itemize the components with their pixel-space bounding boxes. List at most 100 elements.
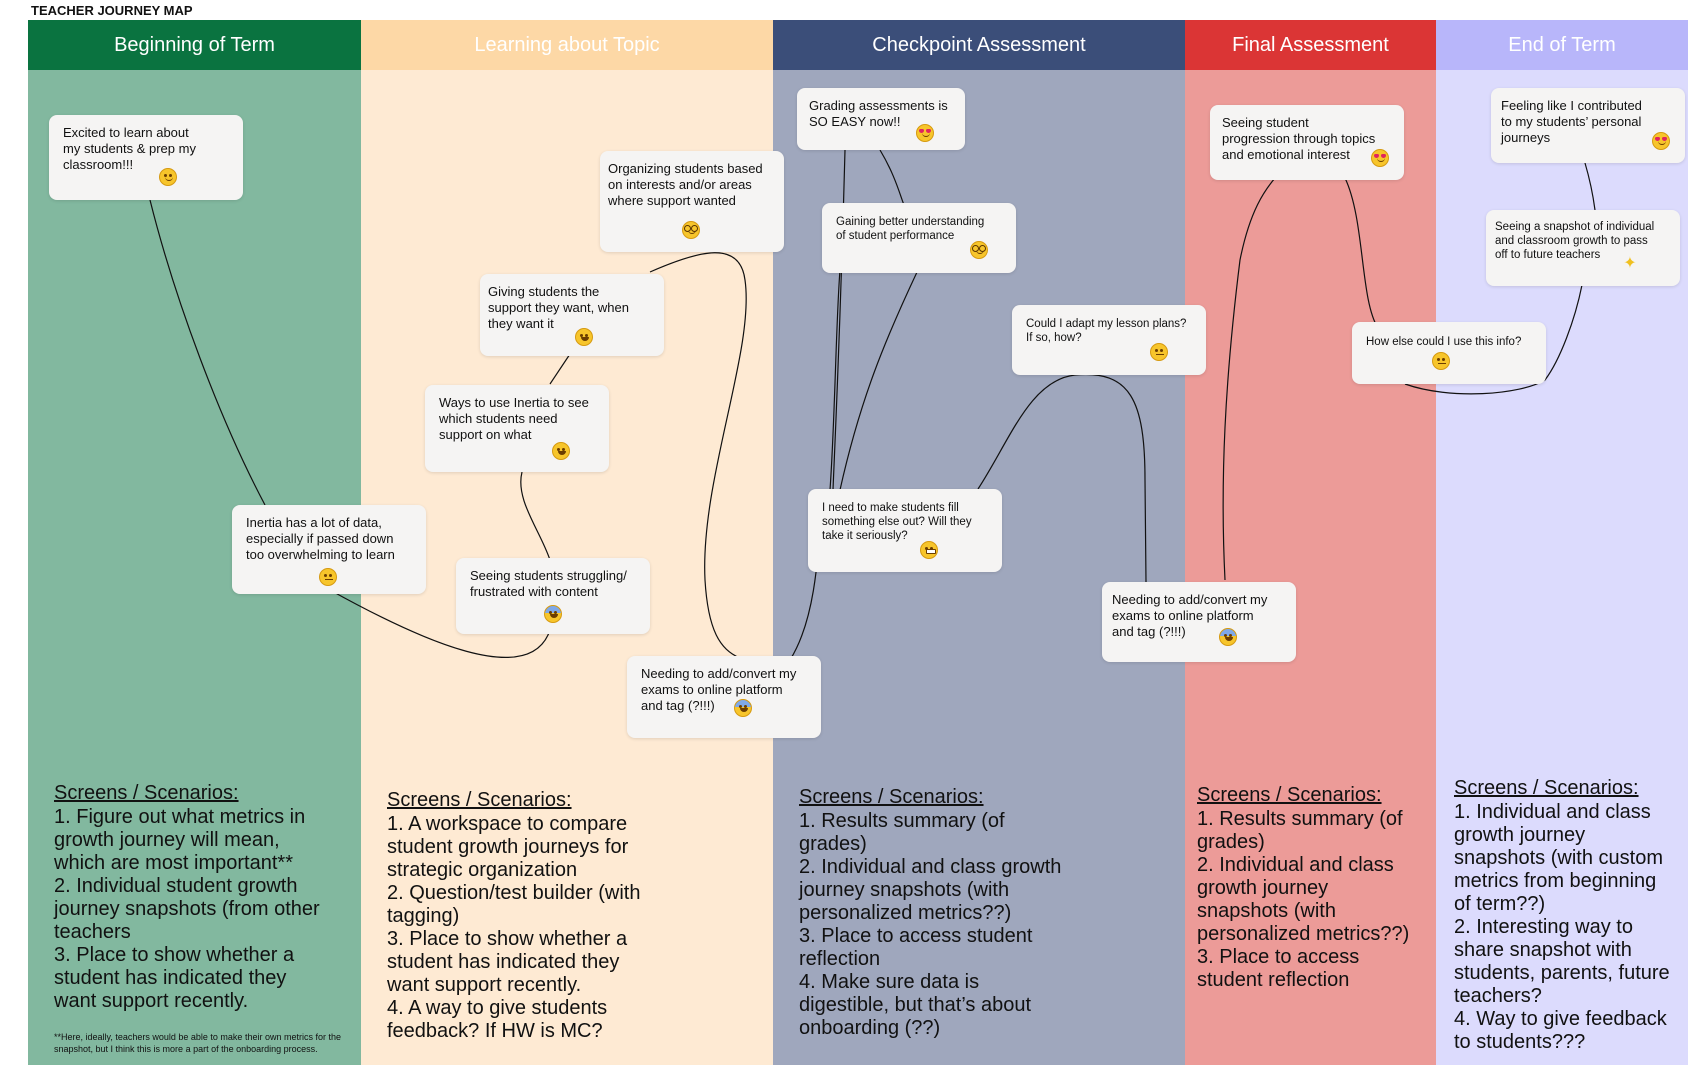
sparkles-icon: ✦: [1623, 255, 1637, 272]
card-text-line: progression through topics: [1222, 131, 1376, 146]
card-text-line: If so, how?: [1026, 332, 1082, 344]
card-text-line: Ways to use Inertia to see: [439, 395, 589, 410]
scenarios-title: Screens / Scenarios:: [1197, 784, 1382, 806]
card-text-line: too overwhelming to learn: [246, 547, 395, 562]
card-text-line: classroom!!!: [63, 157, 134, 172]
scenario-line: growth journey: [1454, 824, 1586, 846]
card-text-line: exams to online platform: [641, 682, 783, 697]
scenarios-title: Screens / Scenarios:: [1454, 777, 1639, 799]
scenario-line: student has indicated they: [387, 951, 620, 973]
hugging-face-icon: [575, 328, 593, 346]
scenario-line: 3. Place to show whether a: [54, 944, 295, 966]
scenario-line: feedback? If HW is MC?: [387, 1020, 603, 1042]
fearful-face-icon: [544, 605, 562, 623]
journey-card-inertia-overwhelming: Inertia has a lot of data,especially if …: [232, 505, 426, 594]
scenario-line: reflection: [799, 948, 881, 970]
card-text-line: Seeing students struggling/: [470, 568, 627, 583]
column-header-end-of-term: End of Term: [1436, 20, 1688, 70]
scenario-line: personalized metrics??): [1197, 923, 1410, 945]
scenario-line: 1. A workspace to compare: [387, 813, 628, 835]
page-title: TEACHER JOURNEY MAP: [31, 3, 193, 18]
scenario-line: personalized metrics??): [799, 902, 1012, 924]
scenario-line: teachers?: [1454, 985, 1542, 1007]
column-body-end-of-term: [1436, 70, 1688, 762]
scenario-line: metrics from beginning: [1454, 870, 1657, 892]
scenarios-title: Screens / Scenarios:: [54, 782, 239, 804]
scenario-line: want support recently.: [54, 990, 249, 1012]
scenario-line: want support recently.: [387, 974, 582, 996]
scenarios-panel-beginning-of-term: Screens / Scenarios: 1. Figure out what …: [28, 762, 361, 1065]
card-text-line: exams to online platform: [1112, 608, 1254, 623]
scenario-line: strategic organization: [387, 859, 578, 881]
card-text-line: they want it: [488, 316, 554, 331]
card-text-line: Inertia has a lot of data,: [246, 515, 382, 530]
card-text-line: and tag (?!!!): [641, 698, 715, 713]
scenarios-footnote: **Here, ideally, teachers would be able …: [54, 1032, 341, 1054]
card-text-line: Grading assessments is: [809, 98, 948, 113]
card-text-line: and emotional interest: [1222, 147, 1350, 162]
scenario-line: growth journey: [1197, 877, 1329, 899]
card-text-line: Seeing a snapshot of individual: [1495, 221, 1655, 233]
scenario-line: snapshots (with custom: [1454, 847, 1663, 869]
scenario-line: growth journey will mean,: [54, 829, 280, 851]
card-text-line: and classroom growth to pass: [1495, 235, 1648, 247]
card-text-line: to my students’ personal: [1501, 114, 1642, 129]
journey-card-students-struggling: Seeing students struggling/frustrated wi…: [456, 558, 650, 634]
card-text-line: where support wanted: [608, 193, 736, 208]
scenario-line: digestible, but that’s about: [799, 994, 1032, 1016]
scenario-line: 2. Individual and class: [1197, 854, 1394, 876]
scenario-line: student reflection: [1197, 969, 1350, 991]
smiling-face-icon: [159, 168, 177, 186]
card-text-line: Feeling like I contributed: [1501, 98, 1642, 113]
card-text-line: frustrated with content: [470, 584, 598, 599]
scenario-line: journey snapshots (from other: [54, 898, 320, 920]
scenarios-panel-final-assessment: Screens / Scenarios: 1. Results summary …: [1185, 762, 1436, 1065]
scenarios-panel-learning-about-topic: Screens / Scenarios: 1. A workspace to c…: [361, 762, 773, 1065]
journey-card-how-else-use-info: How else could I use this info?: [1352, 322, 1546, 384]
scenario-line: of term??): [1454, 893, 1546, 915]
scenario-line: 4. A way to give students: [387, 997, 608, 1019]
thinking-face-icon: [1432, 352, 1450, 370]
scenario-line: 2. Interesting way to: [1454, 916, 1633, 938]
card-text-line: especially if passed down: [246, 531, 394, 546]
card-text-line: of student performance: [836, 230, 955, 242]
heart-eyes-icon: [1652, 132, 1670, 150]
heart-eyes-icon: [1371, 149, 1389, 167]
scenario-line: 1. Results summary (of: [1197, 808, 1403, 830]
scenario-line: to students???: [1454, 1031, 1586, 1053]
scenarios-panel-end-of-term: Screens / Scenarios: 1. Individual and c…: [1436, 762, 1688, 1065]
card-text-line: journeys: [1501, 130, 1551, 145]
scenario-line: 4. Make sure data is: [799, 971, 980, 993]
column-header-learning-about-topic: Learning about Topic: [361, 20, 773, 70]
card-text-line: support they want, when: [488, 300, 629, 315]
card-text-line: on interests and/or areas: [608, 177, 752, 192]
scenario-line: 1. Figure out what metrics in: [54, 806, 306, 828]
scenario-line: student growth journeys for: [387, 836, 629, 858]
column-header-checkpoint-assessment: Checkpoint Assessment: [773, 20, 1185, 70]
scenario-line: 1. Individual and class: [1454, 801, 1651, 823]
heart-eyes-icon: [916, 124, 934, 142]
scenario-line: 2. Question/test builder (with: [387, 882, 641, 904]
grimacing-face-icon: [920, 541, 938, 559]
scenario-line: snapshots (with: [1197, 900, 1336, 922]
scenarios-title: Screens / Scenarios:: [799, 786, 984, 808]
scenario-line: 3. Place to access student: [799, 925, 1033, 947]
card-text-line: Giving students the: [488, 284, 600, 299]
card-text-line: my students & prep my: [63, 141, 196, 156]
scenarios-title: Screens / Scenarios:: [387, 789, 572, 811]
scenarios-panel-checkpoint-assessment: Screens / Scenarios: 1. Results summary …: [773, 762, 1185, 1065]
scenario-line: grades): [1197, 831, 1265, 853]
scenario-line: grades): [799, 833, 867, 855]
scenario-line: students, parents, future: [1454, 962, 1670, 984]
card-text-line: Could I adapt my lesson plans?: [1026, 318, 1187, 330]
confused-face-icon: [319, 568, 337, 586]
